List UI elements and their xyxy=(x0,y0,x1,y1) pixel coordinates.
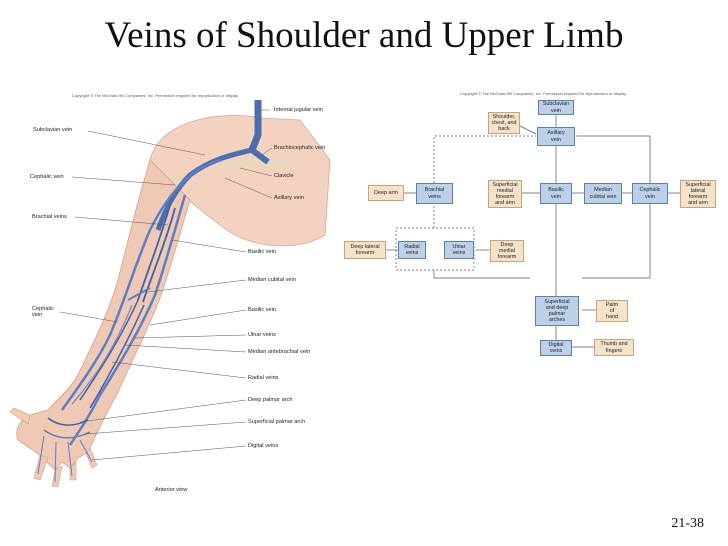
label-brachial-veins: Brachial veins xyxy=(32,214,67,220)
anterior-view-label: Anterior view xyxy=(155,487,188,493)
box-shoulder-chest-back: Shoulder, chest, and back xyxy=(488,112,520,134)
box-radial-veins: Radial veins xyxy=(398,241,426,259)
label-radial-veins: Radial veins xyxy=(248,375,279,381)
box-axillary-vein: Axillary vein xyxy=(537,127,575,146)
label-ulnar-veins: Ulnar veins xyxy=(248,332,276,338)
label-superficial-palmar-arch: Superficial palmar arch xyxy=(248,419,306,425)
box-deep-medial-forearm: Deep medial forearm xyxy=(490,240,524,262)
slide-number: 21-38 xyxy=(671,516,704,531)
label-digital-veins: Digital veins xyxy=(248,443,279,449)
label-cephalic-vein-upper: Cephalic vein xyxy=(30,174,64,180)
box-median-cubital-vein: Median cubital vein xyxy=(584,183,622,204)
box-thumb-and-fingers: Thumb and fingers xyxy=(594,339,634,356)
label-internal-jugular-vein: Internal jugular vein xyxy=(274,107,323,113)
label-subclavian-vein: Subclavian vein xyxy=(33,127,73,133)
label-median-cubital-vein: Median cubital vein xyxy=(248,277,296,283)
label-clavicle: Clavicle xyxy=(274,173,294,179)
label-deep-palmar-arch: Deep palmar arch xyxy=(248,397,293,403)
label-median-antebrachial-vein: Median antebrachial vein xyxy=(248,349,311,355)
box-ulnar-veins: Ulnar veins xyxy=(444,241,474,259)
box-deep-arm: Deep arm xyxy=(368,185,404,201)
box-digital-veins: Digital veins xyxy=(540,340,572,356)
torso-shape xyxy=(149,115,331,247)
label-basilic-vein-lower: Basilic vein xyxy=(248,307,276,313)
label-brachiocephalic-vein: Brachiocephalic vein xyxy=(274,145,326,151)
box-subclavian-vein: Subclavian vein xyxy=(538,100,574,115)
label-basilic-vein-upper: Basilic vein xyxy=(248,249,276,255)
box-superficial-medial: Superficial medial forearm and arm xyxy=(488,180,522,208)
clavicle-bone xyxy=(221,160,293,171)
box-palmar-arches: Superficial and deep palmar arches xyxy=(535,296,579,326)
box-superficial-lateral: Superficial lateral forearm and arm xyxy=(680,180,716,208)
label-axillary-vein: Axillary vein xyxy=(274,195,304,201)
box-basilic-vein: Basilic vein xyxy=(540,183,572,204)
slide-title: Veins of Shoulder and Upper Limb xyxy=(104,15,624,56)
box-cephalic-vein: Cephalic vein xyxy=(632,183,668,204)
box-deep-lateral-forearm: Deep lateral forearm xyxy=(344,241,386,259)
label-cephalic-vein-lower: Cephalic vein xyxy=(32,306,54,318)
right-copyright: Copyright © The McGraw-Hill Companies, I… xyxy=(460,91,627,96)
box-brachial-veins: Brachial veins xyxy=(416,183,453,204)
box-palm-of-hand: Palm of hand xyxy=(596,300,628,322)
left-copyright: Copyright © The McGraw-Hill Companies, I… xyxy=(72,93,239,98)
